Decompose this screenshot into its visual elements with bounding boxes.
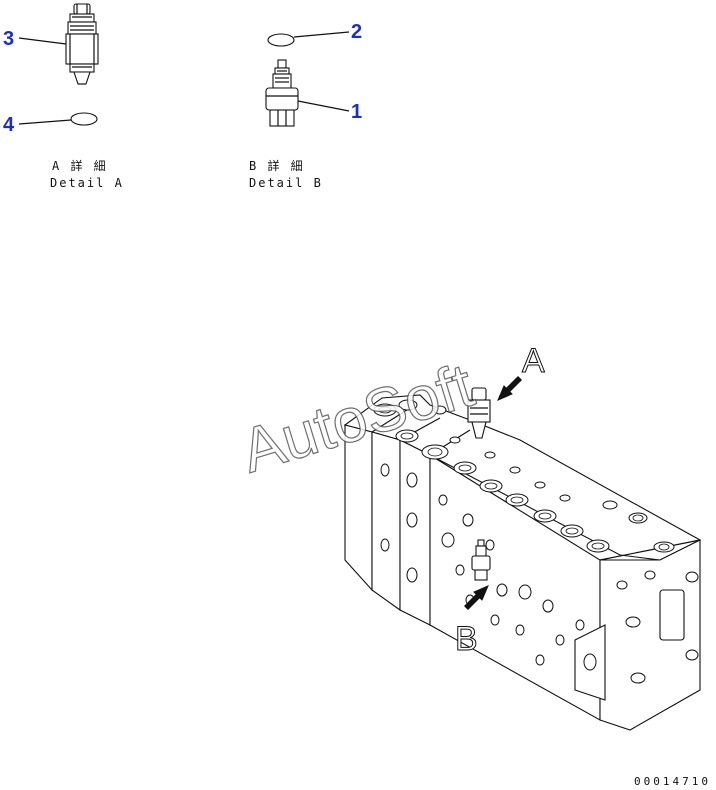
- callout-3: 3: [3, 28, 14, 50]
- mounted-cartridge-at-a: [467, 387, 491, 439]
- leader-4: [18, 119, 72, 125]
- detail-b-caption-en: Detail B: [249, 176, 323, 190]
- view-arrow-b: [464, 585, 489, 610]
- mounted-plug-at-b: [471, 539, 491, 581]
- top-ports: [373, 399, 675, 553]
- view-label-b: B: [455, 620, 478, 658]
- detail-b-group: 2 1 B 詳 細 Detail B: [249, 21, 362, 190]
- leader-1: [297, 100, 350, 112]
- detail-a-group: 3 4 A 詳 細 Detail A: [3, 3, 124, 190]
- part-2-o-ring: [267, 33, 295, 47]
- part-4-o-ring: [70, 112, 98, 126]
- leader-3: [18, 37, 67, 45]
- detail-a-caption-jp: A 詳 細: [52, 158, 108, 173]
- front-ports: [380, 463, 585, 666]
- part-3-valve-cartridge: [65, 3, 99, 85]
- end-block-details: [574, 570, 699, 701]
- leader-2: [293, 31, 350, 38]
- callout-1: 1: [351, 101, 362, 123]
- callout-2: 2: [351, 21, 362, 43]
- drawing-code: 00014710: [634, 775, 711, 788]
- detail-a-caption-en: Detail A: [50, 176, 124, 190]
- callout-4: 4: [3, 114, 15, 136]
- detail-b-caption-jp: B 詳 細: [249, 158, 305, 173]
- view-arrow-a: [497, 376, 522, 401]
- control-valve-assembly: [343, 387, 702, 731]
- view-label-a: A: [522, 342, 545, 380]
- part-1-plug-sensor: [265, 59, 299, 127]
